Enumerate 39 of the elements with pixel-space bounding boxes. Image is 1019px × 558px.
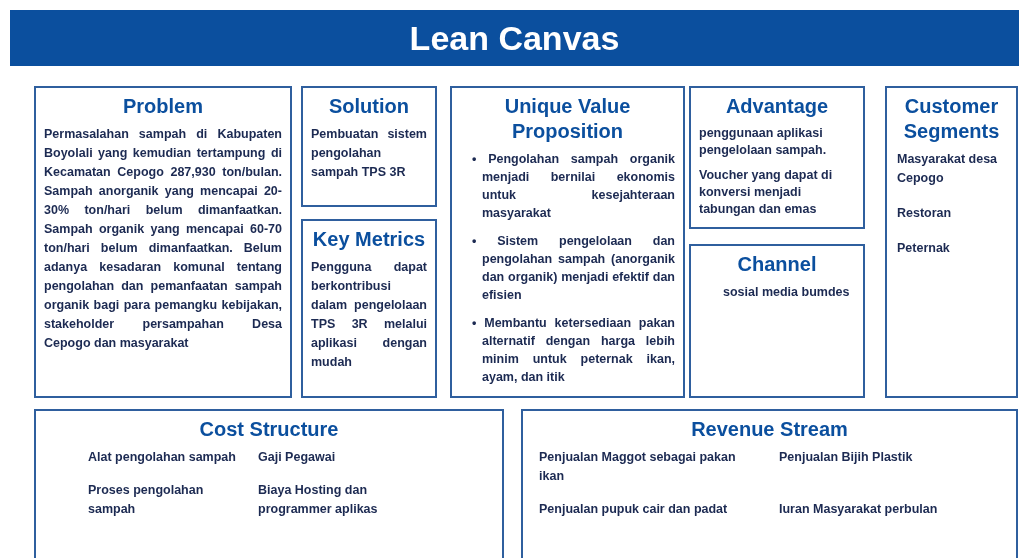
panel-text: penggunaan aplikasi pengelolaan sampah. xyxy=(699,125,828,159)
bullet-item: • Sistem pengelolaan dan pengolahan sampah (anorganik dan organik) menjadi efektif dan efisien xyxy=(472,233,675,304)
panel-heading: Problem xyxy=(123,94,203,119)
panel-text: Penjualan pupuk cair dan padat xyxy=(539,501,729,518)
panel-text: Pembuatan sistem pengolahan sampah TPS 3R xyxy=(311,126,427,181)
panel-heading: Unique Value Proposition xyxy=(503,94,632,144)
panel-text: Voucher yang dapat di konversi menjadi tabungan dan emas xyxy=(699,167,834,218)
canvas-panel xyxy=(34,86,292,398)
panel-text: Peternak xyxy=(897,240,951,257)
canvas-panel xyxy=(34,409,504,558)
panel-text: Penjualan Maggot sebagai pakan ikan xyxy=(539,449,737,485)
canvas-panel xyxy=(301,86,437,207)
canvas-panel xyxy=(885,86,1018,398)
panel-heading: Solution xyxy=(329,94,409,119)
bullet-item: • Pengolahan sampah organik menjadi bernilai ekonomis untuk kesejahteraan masyarakat xyxy=(472,151,675,222)
panel-text: Permasalahan sampah di Kabupaten Boyolali yang kemudian tertampung di Kecamatan Cepogo 287,930 ton/bulan. Sampah anorganik yang mencapai 20-30% ton/hari belum dimanfaatkan. Sampah organik yang mencapai 60-70 ton/hari belum dimanfaatkan. Belum adanya kesadaran komunal tentang pengolahan dan pemanfaatan sampah organik bagi para pemangku kebijakan, stakeholder persampahan Desa Cepogo dan masyarakat xyxy=(44,126,282,352)
canvas-panel xyxy=(521,409,1018,558)
panel-text: Alat pengolahan sampah xyxy=(88,449,237,466)
panel-heading: Advantage xyxy=(725,94,829,119)
panel-text: Iuran Masyarakat perbulan xyxy=(779,501,939,518)
panel-heading: Channel xyxy=(737,252,817,277)
panel-text: Masyarakat desa Cepogo xyxy=(897,151,999,187)
bullet-item: • Membantu ketersediaan pakan alternatif dengan harga lebih minim untuk peternak ikan, ayam, dan itik xyxy=(472,315,675,386)
panel-heading: Cost Structure xyxy=(199,417,339,442)
panel-text: Gaji Pegawai xyxy=(258,449,337,466)
canvas-panel xyxy=(301,219,437,398)
panel-heading: Key Metrics xyxy=(312,227,426,252)
canvas-panel xyxy=(689,86,865,229)
panel-heading: Revenue Stream xyxy=(691,417,848,442)
panel-heading: Customer Segments xyxy=(902,94,1001,144)
panel-text: sosial media bumdes xyxy=(723,284,851,301)
panel-text: Proses pengolahan sampah xyxy=(88,482,205,518)
panel-text: Penjualan Bijih Plastik xyxy=(779,449,914,466)
title-banner: Lean Canvas xyxy=(10,10,1019,66)
canvas-panel xyxy=(689,244,865,398)
canvas-panel xyxy=(450,86,685,398)
panel-text: Restoran xyxy=(897,205,953,222)
panel-text: Biaya Hosting dan programmer aplikas xyxy=(258,482,379,518)
panel-text: Pengguna dapat berkontribusi dalam pengelolaan TPS 3R melalui aplikasi dengan mudah xyxy=(311,259,427,371)
